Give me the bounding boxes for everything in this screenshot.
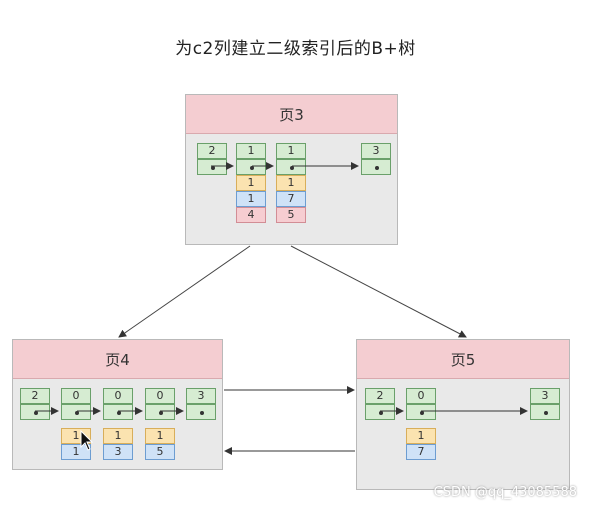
c2-key-cell: 1 xyxy=(406,428,436,444)
supremum-record-pointer xyxy=(186,404,216,420)
c2-key-cell: 1 xyxy=(276,175,306,191)
record-header: 0 xyxy=(61,388,91,404)
page-number-cell: 5 xyxy=(276,207,306,223)
page-3-header: 页3 xyxy=(186,95,397,134)
page-5-header: 页5 xyxy=(357,340,569,379)
supremum-record-value: 3 xyxy=(361,143,391,159)
infimum-record-value: 2 xyxy=(365,388,395,404)
record-header: 0 xyxy=(406,388,436,404)
primary-key-cell: 7 xyxy=(406,444,436,460)
mouse-cursor-icon xyxy=(80,430,94,451)
supremum-record-value: 3 xyxy=(186,388,216,404)
supremum-record-value: 3 xyxy=(530,388,560,404)
record-pointer xyxy=(145,404,175,420)
record-pointer xyxy=(61,404,91,420)
child-pointer-arrow xyxy=(118,245,251,338)
record-pointer xyxy=(103,404,133,420)
record-header: 1 xyxy=(276,143,306,159)
record-header: 1 xyxy=(236,143,266,159)
record-pointer xyxy=(236,159,266,175)
pointer-dot xyxy=(211,166,215,170)
infimum-record-value: 2 xyxy=(20,388,50,404)
record-header: 0 xyxy=(103,388,133,404)
pointer-dot xyxy=(290,166,294,170)
page-number-cell: 4 xyxy=(236,207,266,223)
pointer-dot xyxy=(375,166,379,170)
pointer-dot xyxy=(420,411,424,415)
c2-key-cell: 1 xyxy=(103,428,133,444)
page-4-header: 页4 xyxy=(13,340,222,379)
supremum-record-pointer xyxy=(530,404,560,420)
pointer-dot xyxy=(379,411,383,415)
pointer-dot xyxy=(75,411,79,415)
supremum-record-pointer xyxy=(361,159,391,175)
page-4: 页4 2 0 1 1 0 1 3 0 1 5 3 xyxy=(12,339,223,470)
page-5: 页5 2 0 1 7 3 xyxy=(356,339,570,490)
pointer-dot xyxy=(544,411,548,415)
record-pointer xyxy=(276,159,306,175)
pointer-dot xyxy=(200,411,204,415)
primary-key-cell: 5 xyxy=(145,444,175,460)
infimum-record-value: 2 xyxy=(197,143,227,159)
infimum-record-pointer xyxy=(20,404,50,420)
infimum-record-pointer xyxy=(365,404,395,420)
pointer-dot xyxy=(250,166,254,170)
diagram-title: 为c2列建立二级索引后的B+树 xyxy=(175,39,416,59)
c2-key-cell: 1 xyxy=(145,428,175,444)
primary-key-cell: 7 xyxy=(276,191,306,207)
pointer-dot xyxy=(117,411,121,415)
primary-key-cell: 3 xyxy=(103,444,133,460)
pointer-dot xyxy=(159,411,163,415)
primary-key-cell: 1 xyxy=(236,191,266,207)
pointer-dot xyxy=(34,411,38,415)
child-pointer-arrow xyxy=(290,245,467,338)
page-3: 页3 2 1 1 1 4 1 1 7 5 3 xyxy=(185,94,398,245)
c2-key-cell: 1 xyxy=(236,175,266,191)
primary-key-cell: 1 xyxy=(61,444,91,460)
watermark: CSDN @qq_43085588 xyxy=(433,485,577,500)
record-header: 0 xyxy=(145,388,175,404)
record-pointer xyxy=(406,404,436,420)
